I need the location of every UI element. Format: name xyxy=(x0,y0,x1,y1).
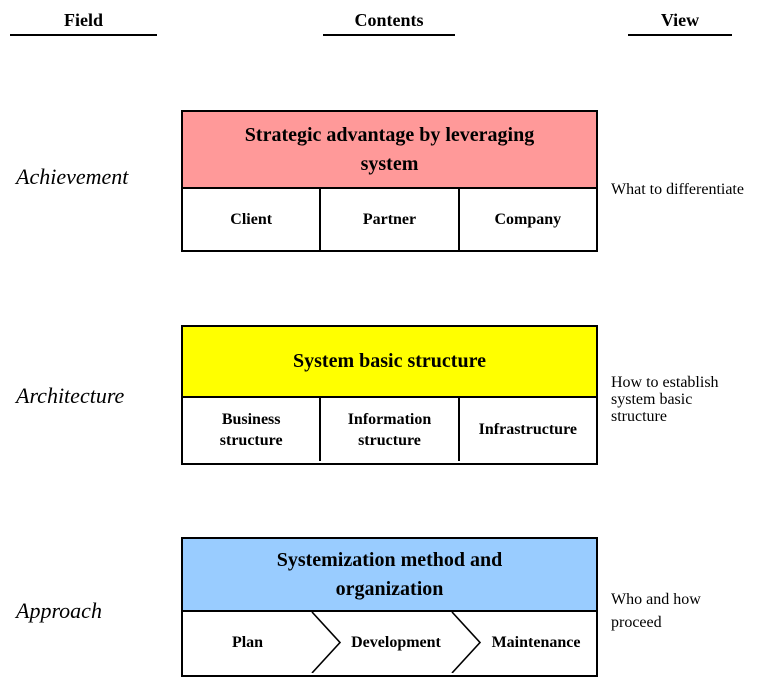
cell-information-structure: Information structure xyxy=(319,398,457,461)
cell-business-structure: Business structure xyxy=(219,410,283,449)
cell-development: Development xyxy=(351,633,441,651)
achievement-header-box: Strategic advantage by leveraging system xyxy=(183,112,596,189)
cell-company: Company xyxy=(457,189,596,250)
cell-maintenance: Maintenance xyxy=(491,633,581,651)
cell-client: Client xyxy=(230,211,273,228)
view-label-architecture: How to establish system basic structure xyxy=(611,374,719,425)
cell-infrastructure: Infrastructure xyxy=(457,398,596,461)
architecture-header-box: System basic structure xyxy=(183,327,596,398)
field-label-architecture: Architecture xyxy=(16,383,125,408)
column-header-view: View xyxy=(628,10,732,36)
field-label-achievement: Achievement xyxy=(16,164,129,189)
approach-process-row: Plan Development Maintenance xyxy=(183,612,596,673)
field-label-approach: Approach xyxy=(16,598,102,623)
achievement-block: Strategic advantage by leveraging system… xyxy=(181,110,598,252)
achievement-cells-row: Client Partner Company xyxy=(183,189,596,250)
cell-plan: Plan xyxy=(231,633,264,651)
view-label-approach: Who and how proceed xyxy=(611,591,701,631)
approach-header-box: Systemization method and organization xyxy=(183,539,596,612)
architecture-cells-row: Business structure Information structure… xyxy=(183,398,596,461)
column-header-field: Field xyxy=(10,10,157,36)
chevron-separators-icon xyxy=(311,612,482,673)
architecture-block: System basic structure Business structur… xyxy=(181,325,598,465)
view-label-achievement: What to differentiate xyxy=(611,181,744,198)
approach-block: Systemization method and organization Pl… xyxy=(181,537,598,677)
cell-partner: Partner xyxy=(319,189,457,250)
column-header-contents: Contents xyxy=(323,10,455,36)
